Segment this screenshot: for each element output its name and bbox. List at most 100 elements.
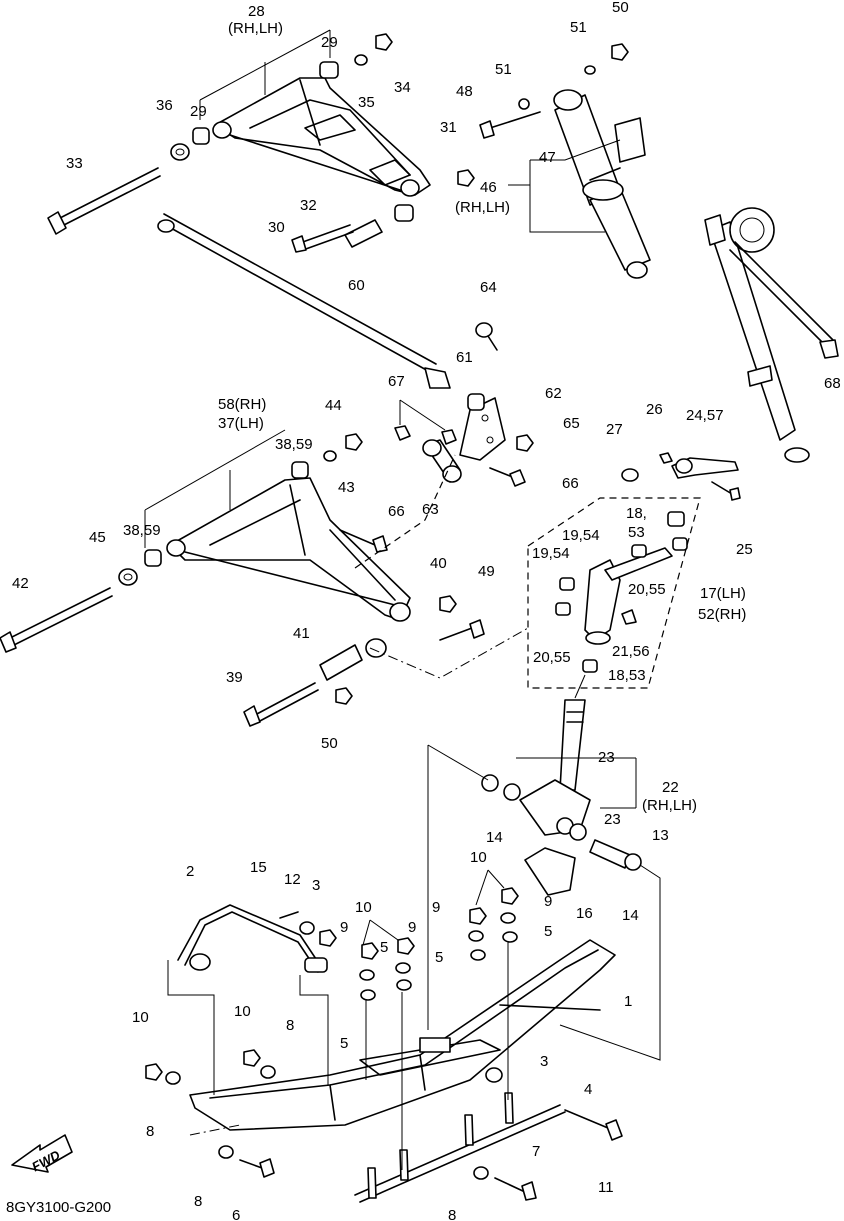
part-label: 20,55 bbox=[628, 581, 666, 598]
part-label: 27 bbox=[606, 421, 623, 438]
part-label: 10 bbox=[470, 849, 487, 866]
part-label: 48 bbox=[456, 83, 473, 100]
part-label: 17(LH) bbox=[700, 585, 746, 602]
part-label: 68 bbox=[824, 375, 841, 392]
part-label: 8 bbox=[448, 1207, 456, 1221]
part-label: 14 bbox=[622, 907, 639, 924]
part-label: 5 bbox=[435, 949, 443, 966]
part-label: 33 bbox=[66, 155, 83, 172]
part-label: 16 bbox=[576, 905, 593, 922]
part-label: 23 bbox=[598, 749, 615, 766]
part-label: 9 bbox=[408, 919, 416, 936]
part-label: 51 bbox=[570, 19, 587, 36]
part-label: 19,54 bbox=[562, 527, 600, 544]
part-label: 18,53 bbox=[608, 667, 646, 684]
shock-absorber-assembly bbox=[479, 43, 651, 279]
part-label: 10 bbox=[132, 1009, 149, 1026]
part-label: 11 bbox=[598, 1179, 614, 1196]
part-label: 7 bbox=[532, 1143, 540, 1160]
part-label: (RH,LH) bbox=[642, 797, 697, 814]
part-label: 47 bbox=[539, 149, 556, 166]
part-label: 19,54 bbox=[532, 545, 570, 562]
part-label: 60 bbox=[348, 277, 365, 294]
part-label: 8 bbox=[194, 1193, 202, 1210]
part-label: 22 bbox=[662, 779, 679, 796]
part-label: 35 bbox=[358, 94, 375, 111]
lower-arm-assembly bbox=[0, 433, 485, 727]
part-label: 51 bbox=[495, 61, 512, 78]
part-label: 18, bbox=[626, 505, 647, 522]
part-label: 5 bbox=[544, 923, 552, 940]
part-label: 37(LH) bbox=[218, 415, 264, 432]
part-label: 52(RH) bbox=[698, 606, 746, 623]
part-label: 24,57 bbox=[686, 407, 724, 424]
part-label: 9 bbox=[432, 899, 440, 916]
part-label: 38,59 bbox=[123, 522, 161, 539]
steering-arm-assembly bbox=[527, 497, 701, 689]
part-label: 29 bbox=[321, 34, 338, 51]
part-label: 5 bbox=[380, 939, 388, 956]
part-label: (RH,LH) bbox=[228, 20, 283, 37]
part-label: 20,55 bbox=[533, 649, 571, 666]
part-label: 15 bbox=[250, 859, 267, 876]
steering-post-assembly bbox=[481, 699, 642, 896]
part-label: 45 bbox=[89, 529, 106, 546]
part-label: 39 bbox=[226, 669, 243, 686]
part-label: 30 bbox=[268, 219, 285, 236]
part-label: 46 bbox=[480, 179, 497, 196]
part-label: 42 bbox=[12, 575, 29, 592]
part-label: 5 bbox=[340, 1035, 348, 1052]
stabilizer-rod bbox=[157, 213, 451, 389]
part-label: 66 bbox=[388, 503, 405, 520]
part-label: 58(RH) bbox=[218, 396, 266, 413]
part-label: 65 bbox=[563, 415, 580, 432]
part-label: 9 bbox=[544, 893, 552, 910]
part-label: 50 bbox=[321, 735, 338, 752]
part-label: 67 bbox=[388, 373, 405, 390]
part-label: 8 bbox=[146, 1123, 154, 1140]
part-label: 61 bbox=[456, 349, 473, 366]
fwd-arrow-icon: FWD bbox=[11, 1134, 73, 1174]
part-label: 1 bbox=[624, 993, 632, 1010]
upper-arm-assembly bbox=[47, 33, 475, 253]
part-label: 66 bbox=[562, 475, 579, 492]
part-label: 13 bbox=[652, 827, 669, 844]
part-label: 44 bbox=[325, 397, 342, 414]
ski-assembly bbox=[145, 887, 623, 1203]
leader-lines bbox=[144, 29, 661, 1170]
steering-column-68 bbox=[704, 207, 839, 463]
part-label: 31 bbox=[440, 119, 457, 136]
part-label: 10 bbox=[234, 1003, 251, 1020]
part-label: 41 bbox=[293, 625, 310, 642]
diagram-code: 8GY3100-G200 bbox=[6, 1199, 111, 1216]
part-label: 21,56 bbox=[612, 643, 650, 660]
part-label: 28 bbox=[248, 3, 265, 20]
part-label: 50 bbox=[612, 0, 629, 16]
part-label: 29 bbox=[190, 103, 207, 120]
part-label: 49 bbox=[478, 563, 495, 580]
part-label: (RH,LH) bbox=[455, 199, 510, 216]
part-label: 26 bbox=[646, 401, 663, 418]
part-label: 63 bbox=[422, 501, 439, 518]
part-label: 43 bbox=[338, 479, 355, 496]
part-label: 2 bbox=[186, 863, 194, 880]
part-label: 4 bbox=[584, 1081, 592, 1098]
part-label: 25 bbox=[736, 541, 753, 558]
part-label: 3 bbox=[312, 877, 320, 894]
part-label: 38,59 bbox=[275, 436, 313, 453]
part-label: 32 bbox=[300, 197, 317, 214]
part-label: 64 bbox=[480, 279, 497, 296]
link-bracket bbox=[394, 322, 534, 487]
part-label: 9 bbox=[340, 919, 348, 936]
part-label: 36 bbox=[156, 97, 173, 114]
part-label: 3 bbox=[540, 1053, 548, 1070]
steering-top-bracket bbox=[621, 452, 741, 501]
part-label: 10 bbox=[355, 899, 372, 916]
part-label: 40 bbox=[430, 555, 447, 572]
part-label: 23 bbox=[604, 811, 621, 828]
part-label: 62 bbox=[545, 385, 562, 402]
part-label: 14 bbox=[486, 829, 503, 846]
part-label: 8 bbox=[286, 1017, 294, 1034]
